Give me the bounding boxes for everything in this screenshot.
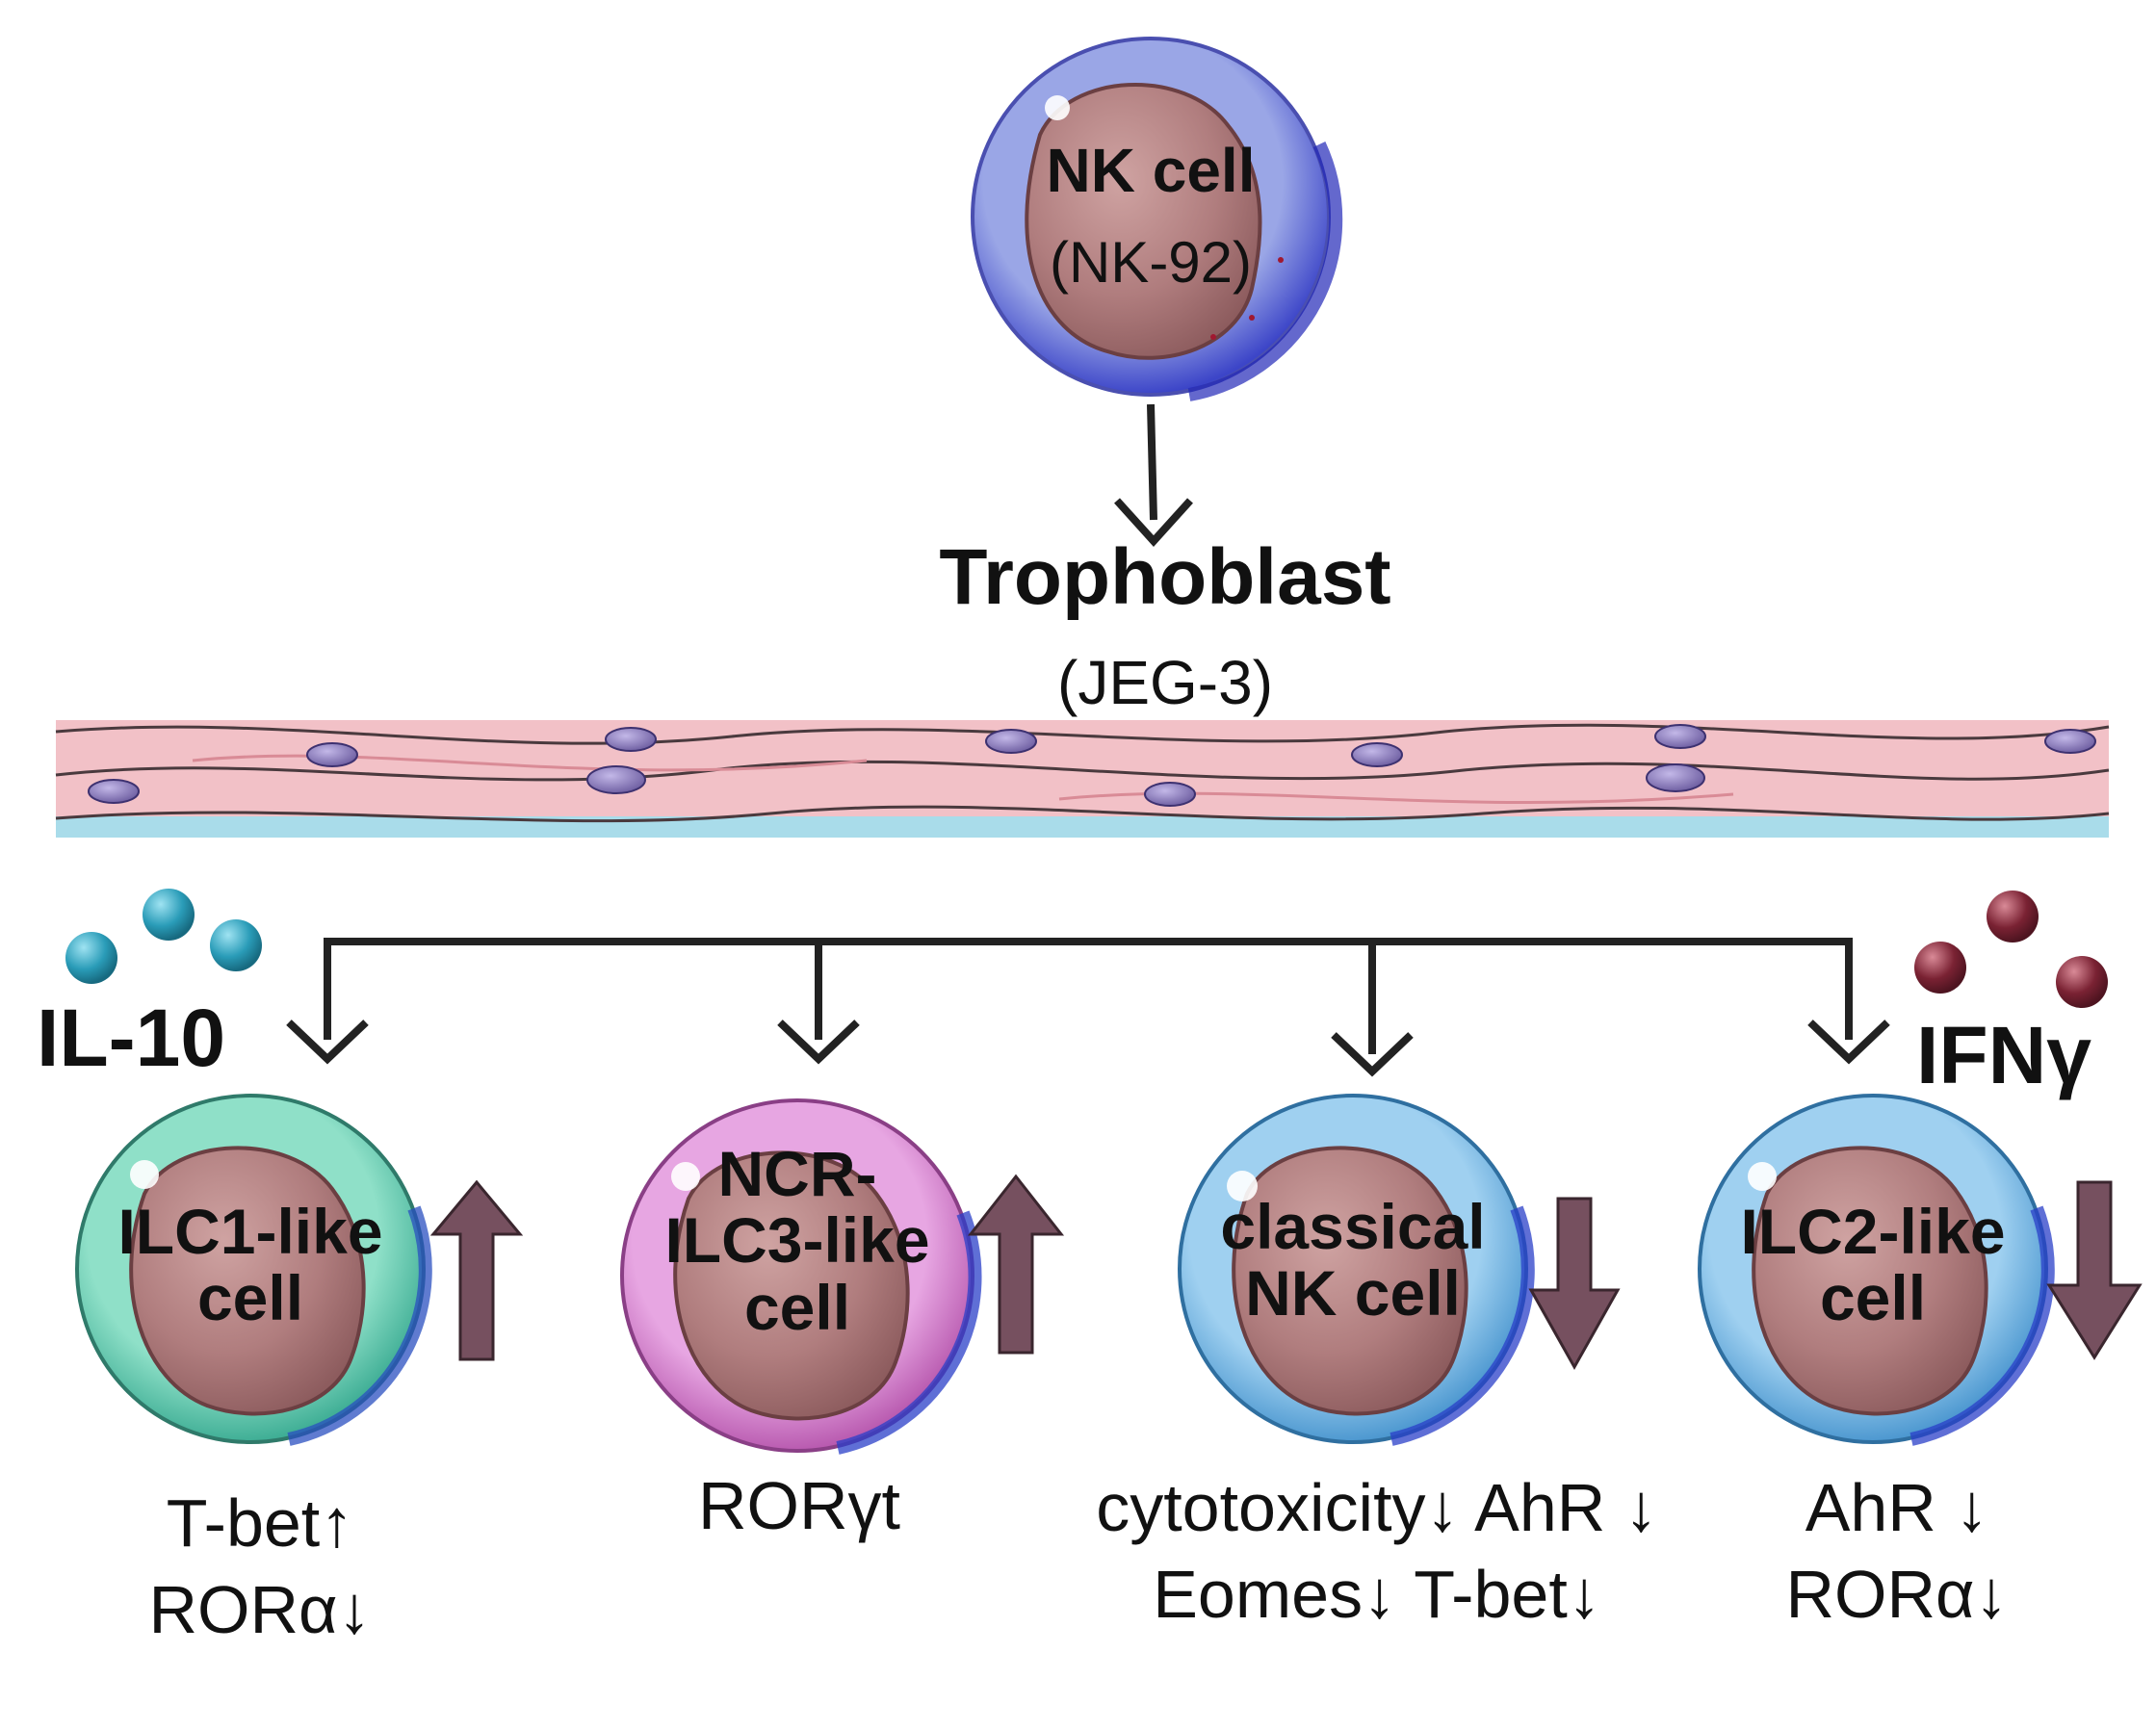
ilc2-markers: AhR ↓ RORα↓ [1733,1465,2061,1638]
trophoblast-subtitle: (JEG-3) [1057,648,1273,717]
ilc2-cell-label: ILC2-like cell [1680,1196,2065,1334]
ifng-label: IFNγ [1916,1010,2092,1100]
classical-nk-cell-graphic [1178,1094,1535,1446]
ilc3-markers: RORγt [636,1463,963,1550]
marker-line: Eomes↓ T-bet↓ [1153,1556,1601,1632]
arrow-nk-to-trophoblast [1114,403,1193,547]
classical-nk-label-line: classical [1220,1191,1486,1262]
il10-molecules [65,889,262,984]
trend-down-arrow-classical-nk [1528,1197,1621,1371]
nk-cell-graphic [971,37,1343,401]
ilc1-label-line: cell [196,1262,304,1334]
classical-nk-markers: cytotoxicity↓ AhR ↓ Eomes↓ T-bet↓ [1050,1465,1704,1638]
il10-label: IL-10 [37,993,226,1083]
trend-up-arrow-ilc1 [429,1179,524,1361]
ilc3-cell-label: NCR- ILC3-like cell [605,1138,990,1343]
ilc1-label-line: ILC1-like [117,1196,383,1267]
marker-line: RORα↓ [148,1571,372,1647]
trend-down-arrow-ilc2 [2046,1180,2143,1360]
ilc2-label-line: cell [1819,1262,1927,1334]
marker-line: RORγt [698,1468,900,1543]
nk-cell-title: NK cell [1046,136,1256,205]
trophoblast-title: Trophoblast [939,533,1391,621]
ilc1-cell-label: ILC1-like cell [58,1196,443,1334]
ifng-molecules [1914,891,2108,1008]
classical-nk-label-line: NK cell [1245,1257,1461,1330]
marker-line: cytotoxicity↓ AhR ↓ [1096,1470,1658,1545]
ilc3-label-line: cell [743,1271,851,1343]
marker-line: T-bet↑ [166,1485,354,1561]
ilc3-label-line: ILC3-like [664,1204,930,1277]
nk-cell-subtitle: (NK-92) [1049,230,1253,295]
ilc3-cell-graphic [620,1098,982,1455]
ilc2-cell-graphic [1698,1094,2055,1446]
marker-line: AhR ↓ [1805,1470,1989,1545]
classical-nk-cell-label: classical NK cell [1160,1191,1546,1330]
marker-line: RORα↓ [1785,1556,2009,1632]
ilc2-label-line: ILC2-like [1740,1196,2006,1267]
trophoblast-tissue [55,720,2110,838]
trend-up-arrow-ilc3 [967,1174,1065,1355]
branch-arrows [286,938,1890,1077]
ilc3-label-line: NCR- [717,1138,877,1209]
ilc1-cell-graphic [75,1094,432,1446]
ilc1-markers: T-bet↑ RORα↓ [87,1481,433,1653]
